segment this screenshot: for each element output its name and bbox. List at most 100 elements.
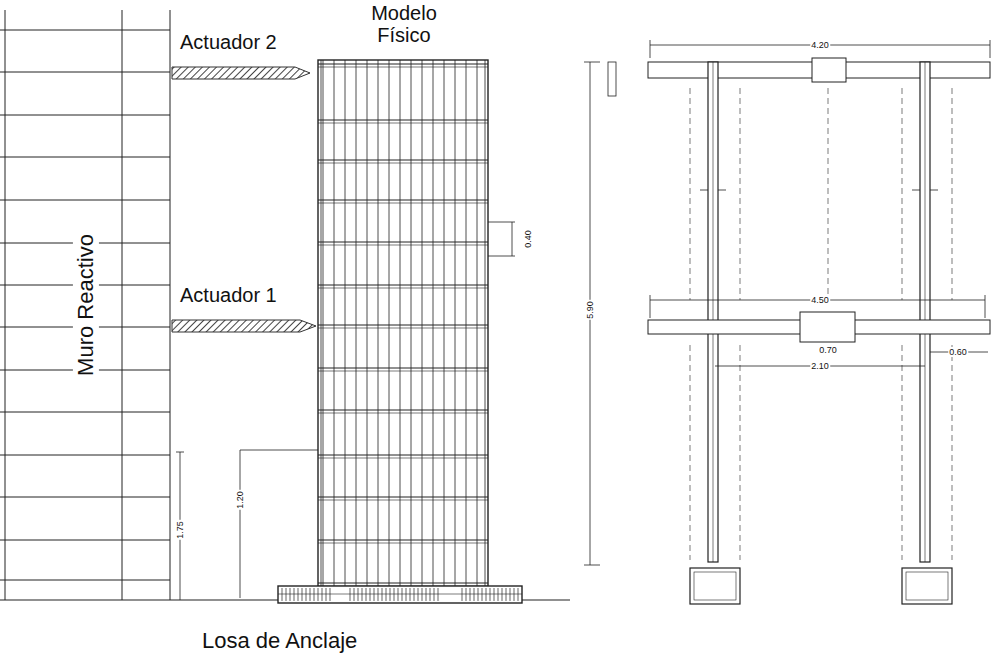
reaction-wall: Muro Reactivo [0, 10, 172, 600]
slab-stirrup [478, 588, 479, 601]
actuator: Actuador 1 [172, 283, 322, 317]
actuator-symbol [172, 67, 310, 79]
footing-stirrup [694, 572, 736, 600]
slab-stirrup [402, 588, 403, 601]
wall-line [0, 72, 170, 73]
stirrup-line [318, 413, 488, 414]
slab-stirrup [374, 588, 375, 601]
slab-stirrup [366, 588, 367, 601]
slab-stirrup [490, 588, 491, 601]
anchor-slab: Losa de Anclaje [190, 586, 530, 664]
dimension-line [590, 62, 591, 565]
physical-model: Modelo Físico [318, 2, 490, 58]
actuator: Actuador 2 [172, 30, 322, 64]
column-rebar [713, 62, 714, 562]
slab-rebar [278, 594, 522, 595]
slab-stirrup [438, 588, 439, 601]
anchor-slab [278, 586, 522, 603]
actuator-symbol [172, 320, 316, 332]
dimension-label: 2.10 [810, 361, 830, 371]
slab-stirrup [486, 588, 487, 601]
hidden-line [952, 345, 953, 560]
wall-line [0, 115, 170, 116]
hidden-line [902, 345, 903, 560]
dimension-line [584, 565, 600, 566]
stirrup-line [318, 245, 488, 246]
slab-stirrup [498, 588, 499, 601]
stirrup-line [318, 543, 488, 544]
hidden-line [902, 88, 903, 300]
slab-stirrup [294, 588, 295, 601]
slab-stirrup [510, 588, 511, 601]
footing-section [690, 568, 740, 604]
dimension-line [240, 450, 241, 598]
wall-line [5, 10, 6, 600]
hidden-line [828, 88, 829, 300]
wall-line [0, 580, 170, 581]
slab-stirrup [422, 588, 423, 601]
wall-line [0, 285, 170, 286]
stirrup-line [318, 371, 488, 372]
stirrup-line [318, 242, 488, 243]
wall-line [0, 243, 170, 244]
stirrup-line [318, 540, 488, 541]
beam-node [800, 312, 855, 342]
slab-stirrup [430, 588, 431, 601]
stirrup-line [318, 500, 488, 501]
dimension-line [176, 452, 184, 453]
dimension-label: 0.70 [818, 345, 838, 355]
hidden-line [690, 345, 691, 560]
model-label: Modelo Físico [354, 2, 454, 46]
slab-stirrup [378, 588, 379, 601]
dimension-line [584, 62, 600, 63]
section-mark [718, 190, 726, 191]
hidden-line [740, 88, 741, 300]
wall-line [0, 200, 170, 201]
wall-line [0, 327, 170, 328]
column-section [920, 62, 930, 562]
dimension-label: 4.20 [810, 40, 830, 50]
dimension-label: 0.40 [523, 229, 533, 249]
slab-stirrup [494, 588, 495, 601]
slab-stirrup [282, 588, 283, 601]
slab-stirrup [386, 588, 387, 601]
stirrup-line [318, 458, 488, 459]
slab-stirrup [514, 588, 515, 601]
dimension-label: 4.50 [810, 295, 830, 305]
slab-stirrup [318, 588, 319, 601]
dimension-line [650, 300, 985, 301]
stirrup-line [318, 64, 488, 65]
bar-detail [608, 62, 616, 96]
slab-stirrup [310, 588, 311, 601]
section-mark [700, 190, 708, 191]
beam-node [812, 58, 846, 82]
wall-line [0, 540, 170, 541]
column-rebar [925, 62, 926, 562]
slab-stirrup [470, 588, 471, 601]
slab-label: Losa de Anclaje [202, 628, 357, 654]
slab-stirrup [482, 588, 483, 601]
slab-stirrup [350, 588, 351, 601]
slab-stirrup [326, 588, 327, 601]
slab-stirrup [290, 588, 291, 601]
slab-stirrup [466, 588, 467, 601]
dimension-line [715, 366, 925, 367]
slab-stirrup [382, 588, 383, 601]
slab-stirrup [502, 588, 503, 601]
slab-stirrup [286, 588, 287, 601]
slab-stirrup [518, 588, 519, 601]
dimension-line [985, 295, 986, 318]
slab-stirrup [358, 588, 359, 601]
dimension-label: 1.75 [175, 520, 185, 540]
dimension-line [488, 256, 515, 257]
dimension-line [512, 222, 513, 256]
footing-section [902, 568, 952, 604]
slab-stirrup [414, 588, 415, 601]
stirrup-line [318, 160, 488, 161]
stirrup-line [318, 328, 488, 329]
slab-stirrup [394, 588, 395, 601]
dimension-label: 5.90 [585, 300, 595, 320]
wall-line [0, 30, 170, 31]
dimension-line [930, 352, 988, 353]
